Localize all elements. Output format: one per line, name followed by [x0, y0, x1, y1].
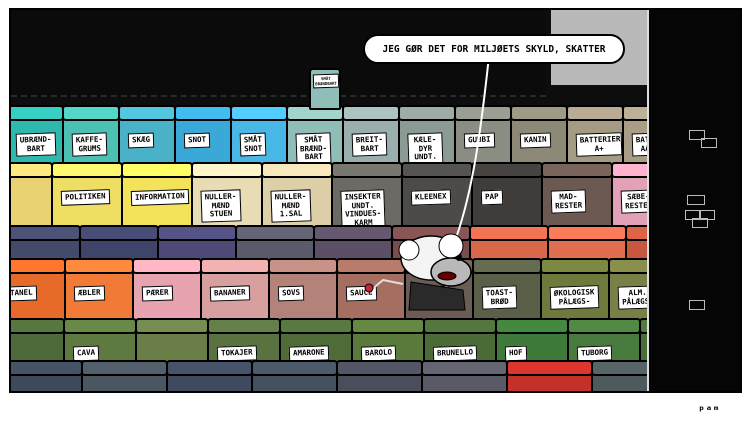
brick-pillar — [647, 10, 740, 391]
speech-bubble-tail — [455, 55, 490, 239]
brick — [689, 130, 705, 140]
brick — [687, 195, 705, 205]
brick — [692, 218, 708, 228]
brick — [701, 138, 717, 148]
recycling-bin — [11, 360, 83, 391]
brick — [685, 210, 701, 220]
speech-bubble: JEG GØR DET FOR MILJØETS SKYLD, SKATTER — [363, 34, 625, 64]
brick — [689, 300, 705, 310]
woman-character — [364, 233, 472, 311]
artist-signature: ᵖᵃᵐ — [698, 403, 720, 417]
recycling-bin — [166, 360, 253, 391]
small-bin: SMÅT BRÆNDBART — [309, 68, 341, 110]
recycling-bin — [336, 360, 423, 391]
